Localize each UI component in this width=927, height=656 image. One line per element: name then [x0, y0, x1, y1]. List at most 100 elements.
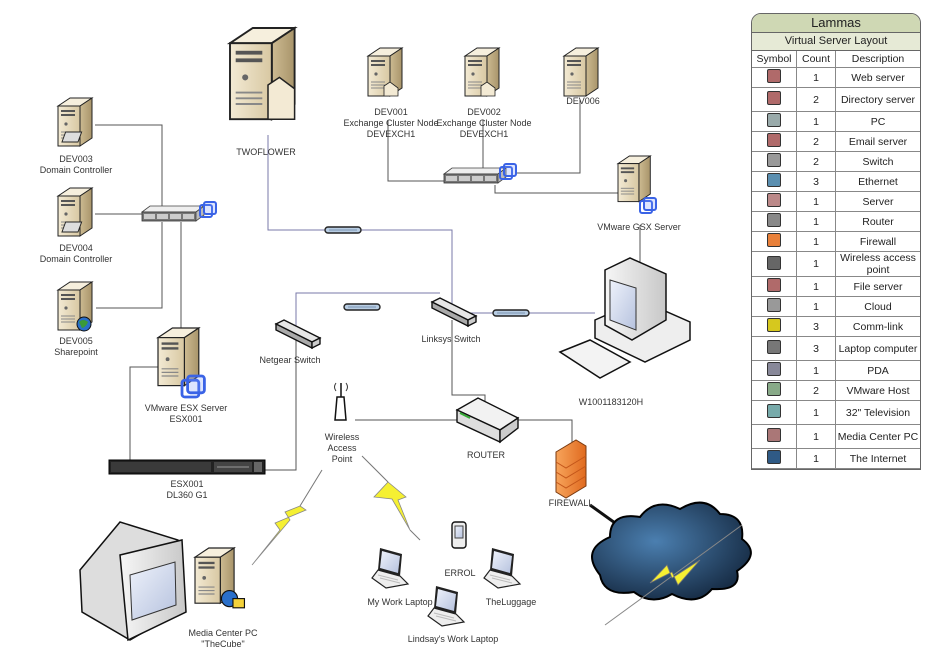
legend-description: Wireless access point — [835, 251, 920, 277]
legend-header-count: Count — [796, 51, 836, 68]
server-vmware-gsx[interactable] — [617, 155, 651, 203]
router[interactable] — [455, 397, 520, 444]
legend-description: Web server — [835, 67, 920, 88]
legend-count: 1 — [796, 296, 836, 317]
server-twoflower[interactable] — [229, 27, 296, 121]
label-gsx: VMware GSX Server — [597, 222, 681, 232]
vmware-host-icon — [767, 382, 781, 396]
label-theluggage: TheLuggage — [485, 597, 537, 607]
vmware-icon-gsx — [639, 197, 657, 214]
internet-cloud[interactable] — [591, 501, 752, 626]
email-server-icon — [767, 133, 781, 147]
server-dev003[interactable] — [57, 97, 93, 147]
firewall[interactable] — [555, 439, 587, 499]
link-dev006-hub — [516, 100, 581, 174]
ethernet-segment-3 — [492, 309, 530, 317]
netgear-switch[interactable] — [275, 319, 321, 349]
legend-description: File server — [835, 276, 920, 297]
label-my-work-laptop: My Work Laptop — [367, 597, 433, 607]
comm-link-right — [361, 455, 421, 541]
directory-server-icon — [767, 91, 781, 105]
legend-description: PC — [835, 111, 920, 132]
pc-icon — [767, 113, 781, 127]
wireless-access-point[interactable] — [334, 382, 348, 421]
label-errol: ERROL — [444, 568, 476, 578]
server-dev006[interactable] — [563, 47, 599, 97]
ethernet-icon — [767, 173, 781, 187]
legend-count: 3 — [796, 336, 836, 361]
vmware-icon-esx — [180, 374, 206, 399]
television-icon — [767, 404, 781, 418]
server-dev002[interactable] — [464, 47, 500, 97]
legend-description: The Internet — [835, 448, 920, 469]
legend-count: 2 — [796, 87, 836, 112]
rack-server-esx001[interactable] — [108, 459, 266, 475]
ethernet-segment-2 — [343, 303, 381, 311]
laptop-lindsay[interactable] — [427, 585, 465, 627]
link-hub-gsx — [494, 185, 620, 194]
link-router-firewall — [518, 419, 573, 445]
server-dev004[interactable] — [57, 187, 93, 237]
cloud-icon — [767, 298, 781, 312]
legend-description: 32" Television — [835, 400, 920, 425]
legend-header-symbol: Symbol — [752, 51, 797, 68]
legend-count: 2 — [796, 131, 836, 152]
legend-description: PDA — [835, 360, 920, 381]
switch-icon — [767, 153, 781, 167]
server-icon — [767, 193, 781, 207]
legend-title: Lammas — [752, 14, 920, 33]
workstation-w1001183120h[interactable] — [558, 257, 691, 379]
legend-count: 3 — [796, 171, 836, 192]
media-center-pc[interactable] — [194, 547, 246, 609]
legend-description: Server — [835, 191, 920, 212]
label-dev006: DEV006 — [566, 96, 600, 106]
wireless-access-point-icon — [767, 255, 781, 270]
label-netgear: Netgear Switch — [259, 355, 321, 365]
laptop-theluggage[interactable] — [483, 547, 521, 589]
legend-count: 1 — [796, 231, 836, 252]
router-icon — [767, 213, 781, 227]
hub-top[interactable] — [443, 167, 507, 184]
server-dev001[interactable] — [367, 47, 403, 97]
media-center-pc-icon — [767, 428, 781, 442]
television[interactable] — [79, 521, 187, 642]
pda-icon — [767, 362, 781, 376]
legend-count: 1 — [796, 251, 836, 277]
legend-description: Laptop computer — [835, 336, 920, 361]
legend-count: 1 — [796, 400, 836, 425]
label-router: ROUTER — [467, 450, 505, 460]
server-dev005[interactable] — [57, 281, 93, 332]
internet-icon — [767, 450, 781, 464]
legend-count: 1 — [796, 448, 836, 469]
link-dev005-switch — [96, 222, 163, 309]
laptop-my-work[interactable] — [371, 547, 409, 589]
pda-errol[interactable] — [451, 521, 467, 549]
ethernet-segment-1 — [324, 226, 362, 234]
link-netgear-linksys — [295, 292, 440, 328]
linksys-switch[interactable] — [431, 297, 477, 327]
link-twoflower-linksys — [267, 135, 453, 305]
legend-description: Comm-link — [835, 316, 920, 337]
label-media-center: Media Center PC"TheCube" — [188, 628, 258, 649]
link-dev003-switch — [95, 124, 163, 212]
legend-table: Lammas Virtual Server Layout Symbol Coun… — [751, 13, 921, 470]
firewall-icon — [767, 233, 781, 247]
legend-subtitle: Virtual Server Layout — [752, 33, 920, 51]
hub-left[interactable] — [141, 205, 205, 222]
